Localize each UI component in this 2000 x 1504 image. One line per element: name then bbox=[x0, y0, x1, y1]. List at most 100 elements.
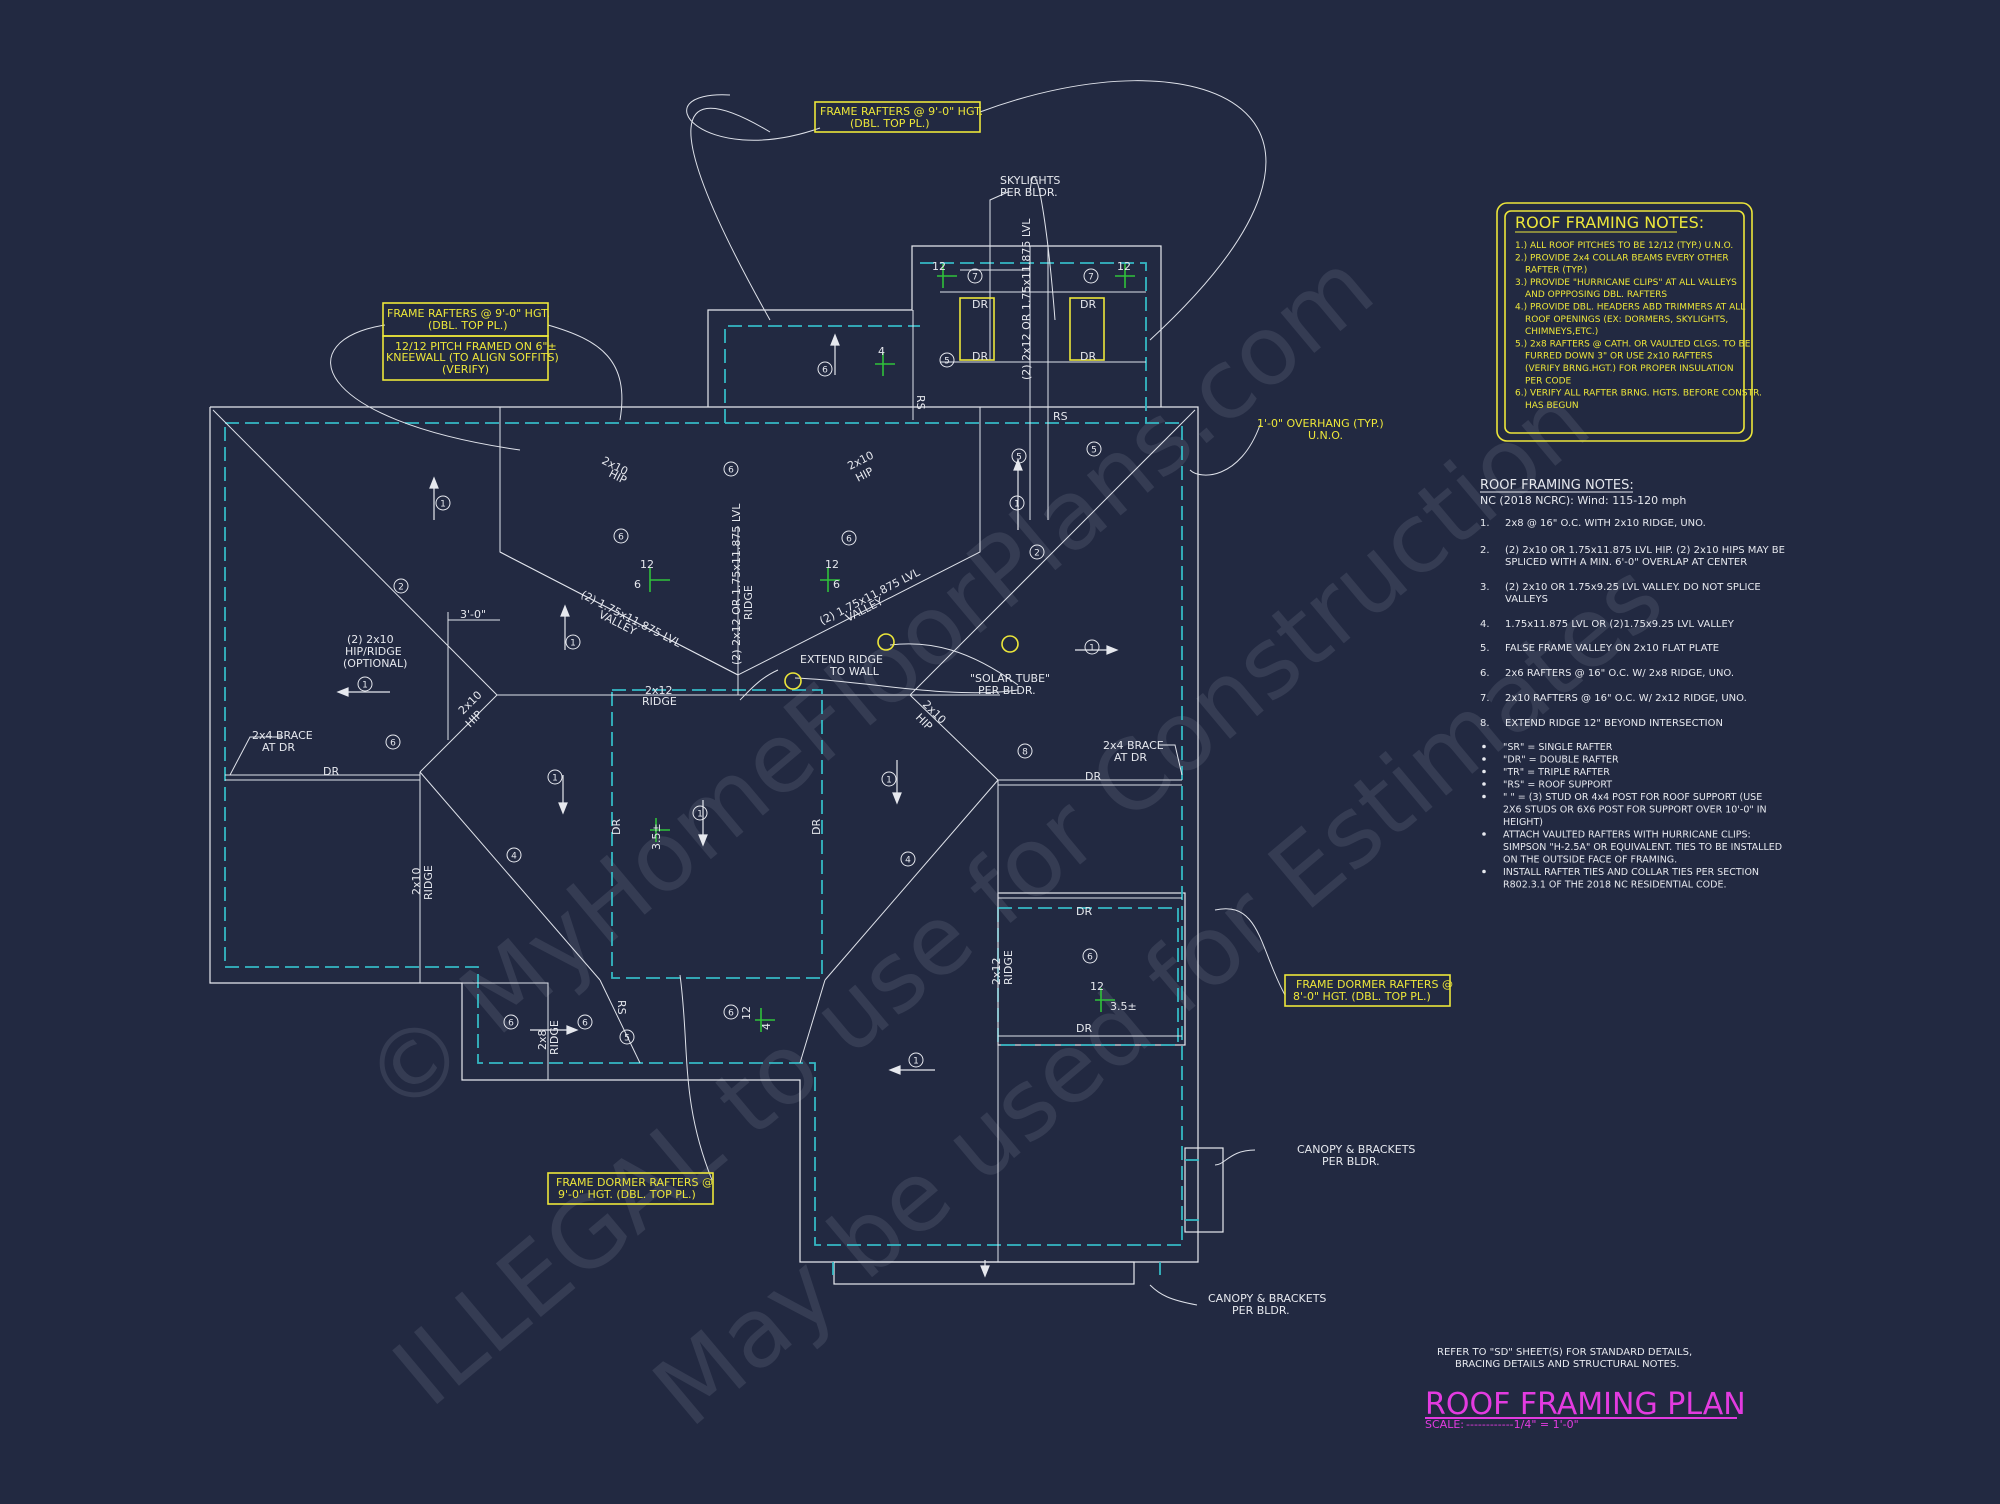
legend-item-text: SPLICED WITH A MIN. 6'-0" OVERLAP AT CEN… bbox=[1505, 557, 1747, 568]
legend-item-text: EXTEND RIDGE 12" BEYOND INTERSECTION bbox=[1505, 718, 1723, 729]
framing-key-number: 2 bbox=[1034, 549, 1040, 559]
rs-label-1: RS bbox=[1053, 410, 1068, 423]
sheet-title: ROOF FRAMING PLAN SCALE: ------------1/4… bbox=[1425, 1387, 1746, 1431]
framing-key-number: 7 bbox=[972, 273, 978, 283]
framing-key-number: 5 bbox=[624, 1034, 630, 1044]
canopy-right-2: PER BLDR. bbox=[1322, 1155, 1380, 1168]
ridge-2x12-dormer: 2x12 bbox=[990, 957, 1003, 985]
hip-ridge-optional-1: (2) 2x10 bbox=[347, 633, 394, 646]
svg-text:FRAME RAFTERS @ 9'-0" HGT.: FRAME RAFTERS @ 9'-0" HGT. bbox=[820, 105, 983, 118]
svg-text:12/12 PITCH FRAMED ON 6"±: 12/12 PITCH FRAMED ON 6"± bbox=[395, 340, 557, 353]
solar-tube-label-2: PER BLDR. bbox=[978, 684, 1036, 697]
skylight-left bbox=[959, 297, 995, 361]
general-note-line: 5.) 2x8 RAFTERS @ CATH. OR VAULTED CLGS.… bbox=[1515, 339, 1751, 349]
ridge-lvl-label: (2) 2x12 OR 1.75x11.875 LVL bbox=[730, 503, 743, 665]
framing-key-circle bbox=[435, 495, 451, 511]
framing-key-number: 1 bbox=[552, 774, 558, 784]
framing-key-number: 6 bbox=[390, 739, 396, 749]
dr-skylight-2: DR bbox=[972, 350, 988, 363]
framing-key-number: 6 bbox=[846, 535, 852, 545]
framing-key-number: 7 bbox=[1088, 273, 1094, 283]
legend-item-number: 4. bbox=[1480, 619, 1490, 630]
framing-key-circle bbox=[1029, 544, 1045, 560]
legend-title: ROOF FRAMING NOTES: bbox=[1480, 478, 1634, 493]
legend-bullets: "SR" = SINGLE RAFTER"DR" = DOUBLE RAFTER… bbox=[1482, 742, 1782, 891]
solar-tube-3 bbox=[784, 672, 802, 690]
framing-lines bbox=[212, 80, 1286, 1306]
general-notes-title: ROOF FRAMING NOTES: bbox=[1515, 213, 1704, 232]
legend-bullet-text: HEIGHT) bbox=[1503, 817, 1543, 828]
framing-key-circle bbox=[1083, 268, 1099, 284]
callout-left-rafters: FRAME RAFTERS @ 9'-0" HGT. (DBL. TOP PL.… bbox=[382, 302, 559, 381]
svg-text:FRAME RAFTERS @ 9'-0" HGT.: FRAME RAFTERS @ 9'-0" HGT. bbox=[387, 307, 550, 320]
valley-label-left: (2) 1.75x11.875 LVL bbox=[579, 588, 684, 650]
refer-note-1: REFER TO "SD" SHEET(S) FOR STANDARD DETA… bbox=[1437, 1347, 1692, 1358]
general-notes-list: 1.) ALL ROOF PITCHES TO BE 12/12 (TYP.) … bbox=[1515, 241, 1762, 411]
legend-item-number: 7. bbox=[1480, 693, 1490, 704]
framing-key-number: 1 bbox=[440, 500, 446, 510]
framing-key-number: 6 bbox=[582, 1019, 588, 1029]
framing-key-number: 4 bbox=[511, 852, 517, 862]
svg-text:FRAME DORMER RAFTERS @: FRAME DORMER RAFTERS @ bbox=[556, 1176, 713, 1189]
framing-key-circle bbox=[1082, 948, 1098, 964]
hip-ridge-optional-3: (OPTIONAL) bbox=[343, 657, 407, 670]
svg-text:(DBL. TOP PL.): (DBL. TOP PL.) bbox=[428, 319, 508, 332]
framing-key-number: 1 bbox=[570, 639, 576, 649]
ridge-2x12-label: 2x12 bbox=[645, 684, 673, 697]
skylights-label: SKYLIGHTS bbox=[1000, 174, 1060, 187]
pitch-6-b: 6 bbox=[833, 578, 840, 591]
svg-text:(DBL. TOP PL.): (DBL. TOP PL.) bbox=[850, 117, 930, 130]
legend-bullet-text: R802.3.1 OF THE 2018 NC RESIDENTIAL CODE… bbox=[1503, 880, 1727, 891]
framing-key-number: 2 bbox=[398, 583, 404, 593]
callout-top-rafters: FRAME RAFTERS @ 9'-0" HGT. (DBL. TOP PL.… bbox=[814, 101, 983, 133]
ridge-lvl-label-2: RIDGE bbox=[742, 585, 755, 620]
legend-bullet-text: "RS" = ROOF SUPPORT bbox=[1503, 780, 1612, 791]
dr-center-left: DR bbox=[610, 819, 623, 835]
annotation-labels: SKYLIGHTS PER BLDR. EXTEND RIDGE TO WALL… bbox=[252, 174, 1415, 1317]
sheet-title-text: ROOF FRAMING PLAN bbox=[1425, 1387, 1746, 1422]
legend-bullet-dot bbox=[1482, 832, 1486, 836]
legend-item-number: 8. bbox=[1480, 718, 1490, 729]
legend-item-text: FALSE FRAME VALLEY ON 2x10 FLAT PLATE bbox=[1505, 643, 1719, 654]
legend-item-text: 2x10 RAFTERS @ 16" O.C. W/ 2x12 RIDGE, U… bbox=[1505, 693, 1747, 704]
pitch-12-e: 12 bbox=[1090, 980, 1104, 993]
legend-bullet-text: 2X6 STUDS OR 6X6 POST FOR SUPPORT OVER 1… bbox=[1503, 805, 1767, 816]
framing-key-circle bbox=[841, 530, 857, 546]
legend-item-number: 1. bbox=[1480, 518, 1490, 529]
legend-subtitle: NC (2018 NCRC): Wind: 115-120 mph bbox=[1480, 494, 1686, 507]
rs-label-3: RS bbox=[615, 1000, 628, 1015]
dr-left: DR bbox=[323, 765, 339, 778]
solar-tube-2 bbox=[1001, 635, 1019, 653]
framing-key-circle bbox=[723, 1004, 739, 1020]
framing-key-number: 6 bbox=[618, 533, 624, 543]
ridge-2x8-label: 2x8 bbox=[536, 1029, 549, 1050]
legend-item-text: 2x8 @ 16" O.C. WITH 2x10 RIDGE, UNO. bbox=[1505, 518, 1706, 529]
overhang-lines bbox=[224, 262, 1205, 1275]
scale-label: SCALE: bbox=[1425, 1418, 1464, 1431]
legend-item-number: 5. bbox=[1480, 643, 1490, 654]
framing-key-number: 6 bbox=[1087, 953, 1093, 963]
extend-ridge-label-2: TO WALL bbox=[829, 665, 880, 678]
callout-dormer-bottom: FRAME DORMER RAFTERS @ 9'-0" HGT. (DBL. … bbox=[547, 1172, 714, 1205]
ridge-2x10-label-2: RIDGE bbox=[422, 865, 435, 900]
general-note-line: (VERIFY BRNG.HGT.) FOR PROPER INSULATION bbox=[1525, 364, 1734, 374]
svg-text:FRAME DORMER RAFTERS @: FRAME DORMER RAFTERS @ bbox=[1296, 978, 1453, 991]
legend-bullet-text: ATTACH VAULTED RAFTERS WITH HURRICANE CL… bbox=[1503, 830, 1751, 841]
legend-bullet-text: "DR" = DOUBLE RAFTER bbox=[1503, 755, 1619, 766]
dr-skylight-3: DR bbox=[1080, 298, 1096, 311]
legend-item-text: 1.75x11.875 LVL OR (2)1.75x9.25 LVL VALL… bbox=[1505, 619, 1735, 630]
canopy-right-1: CANOPY & BRACKETS bbox=[1297, 1143, 1415, 1156]
framing-key-number: 1 bbox=[1014, 500, 1020, 510]
general-note-line: 6.) VERIFY ALL RAFTER BRNG. HGTS. BEFORE… bbox=[1515, 389, 1762, 399]
general-note-line: AND OPPPOSING DBL. RAFTERS bbox=[1525, 290, 1667, 300]
framing-key-number: 1 bbox=[362, 681, 368, 691]
svg-text:8'-0" HGT. (DBL. TOP PL.): 8'-0" HGT. (DBL. TOP PL.) bbox=[1293, 990, 1431, 1003]
general-note-line: CHIMNEYS,ETC.) bbox=[1525, 327, 1598, 337]
ridge-2x12-dormer-2: RIDGE bbox=[1002, 950, 1015, 985]
general-note-line: 2.) PROVIDE 2x4 COLLAR BEAMS EVERY OTHER bbox=[1515, 253, 1729, 263]
framing-key-circle bbox=[565, 634, 581, 650]
brace-left-1: 2x4 BRACE bbox=[252, 729, 313, 742]
